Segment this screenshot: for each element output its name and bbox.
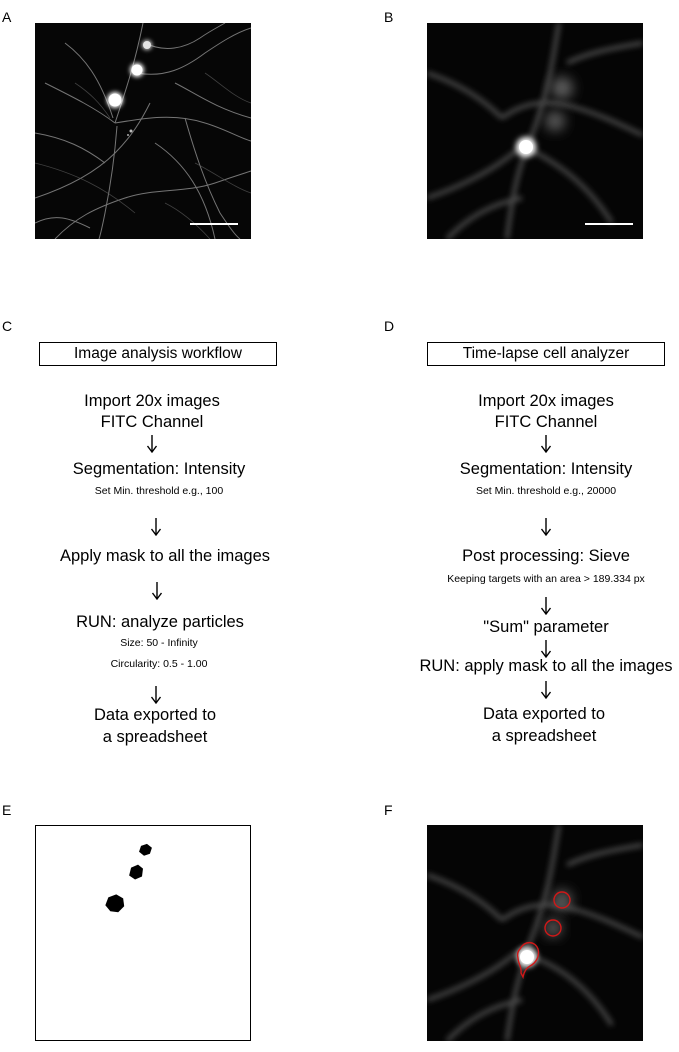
right-step1-line2: FITC Channel xyxy=(494,413,598,431)
workflow-left-title: Image analysis workflow xyxy=(39,342,277,366)
right-step3: Post processing: Sieve xyxy=(462,547,630,565)
right-step4: "Sum" parameter xyxy=(483,618,609,636)
right-arrow-2 xyxy=(540,518,552,536)
left-step4: RUN: analyze particles xyxy=(76,613,244,631)
panel-label-e: E xyxy=(2,802,12,818)
right-step2-note: Set Min. threshold e.g., 20000 xyxy=(475,485,617,497)
left-step1-line2: FITC Channel xyxy=(100,413,204,431)
workflow-right-title: Time-lapse cell analyzer xyxy=(427,342,665,366)
left-arrow-3 xyxy=(151,582,163,600)
panel-label-a: A xyxy=(2,9,12,25)
micrograph-f xyxy=(427,825,643,1041)
cell-outline-1 xyxy=(553,891,571,909)
right-step2: Segmentation: Intensity xyxy=(459,460,633,478)
left-step1-line1: Import 20x images xyxy=(84,392,220,410)
right-arrow-4 xyxy=(540,640,552,658)
right-step6-line1: Data exported to xyxy=(483,705,605,723)
right-arrow-3 xyxy=(540,597,552,615)
micrograph-a xyxy=(35,23,251,239)
panel-label-d: D xyxy=(384,318,395,334)
right-arrow-5 xyxy=(540,681,552,699)
cell-outline-3 xyxy=(516,941,540,980)
left-step3: Apply mask to all the images xyxy=(59,547,271,565)
left-step5-line1: Data exported to xyxy=(94,706,216,724)
panel-label-b: B xyxy=(384,9,394,25)
left-arrow-1 xyxy=(146,435,158,453)
right-arrow-1 xyxy=(540,435,552,453)
right-step6-line2: a spreadsheet xyxy=(491,727,597,745)
right-step5: RUN: apply mask to all the images xyxy=(419,657,673,675)
left-step2-note: Set Min. threshold e.g., 100 xyxy=(94,485,224,497)
left-step5-line2: a spreadsheet xyxy=(102,728,208,746)
panel-label-c: C xyxy=(2,318,13,334)
cell-outline-2 xyxy=(544,919,562,937)
right-step1-line1: Import 20x images xyxy=(478,392,614,410)
binary-mask-e xyxy=(35,825,251,1041)
left-step2: Segmentation: Intensity xyxy=(72,460,246,478)
left-step4-note2: Circularity: 0.5 - 1.00 xyxy=(110,658,208,670)
panel-label-f: F xyxy=(384,802,393,818)
left-step4-note1: Size: 50 - Infinity xyxy=(120,637,198,649)
micrograph-b xyxy=(427,23,643,239)
right-step3-note: Keeping targets with an area > 189.334 p… xyxy=(447,573,645,585)
left-arrow-4 xyxy=(150,686,162,704)
left-arrow-2 xyxy=(150,518,162,536)
